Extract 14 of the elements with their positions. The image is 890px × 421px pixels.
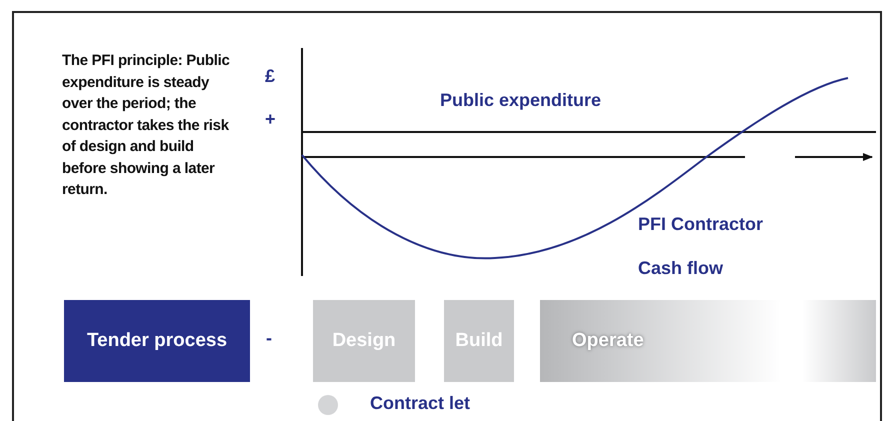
series-label: PFI Contractor: [638, 214, 764, 235]
box-label: Operate: [572, 330, 644, 352]
series-label: Cash flow: [638, 258, 724, 279]
currency-symbol: £: [265, 66, 276, 87]
phase-box: [313, 300, 415, 382]
box-label: Tender process: [86, 330, 228, 352]
process-box: [64, 300, 250, 382]
phase-box: [540, 300, 876, 382]
legend-label: Contract let: [370, 393, 470, 414]
dash: -: [266, 328, 272, 349]
series-label: Public expenditure: [440, 90, 602, 111]
para-text: The PFI principle: Public expenditure is steady over the period; the contractor takes the risk of design and build before showing a later return.: [62, 51, 231, 200]
plus-sign: +: [265, 109, 276, 130]
phase-box: [444, 300, 514, 382]
